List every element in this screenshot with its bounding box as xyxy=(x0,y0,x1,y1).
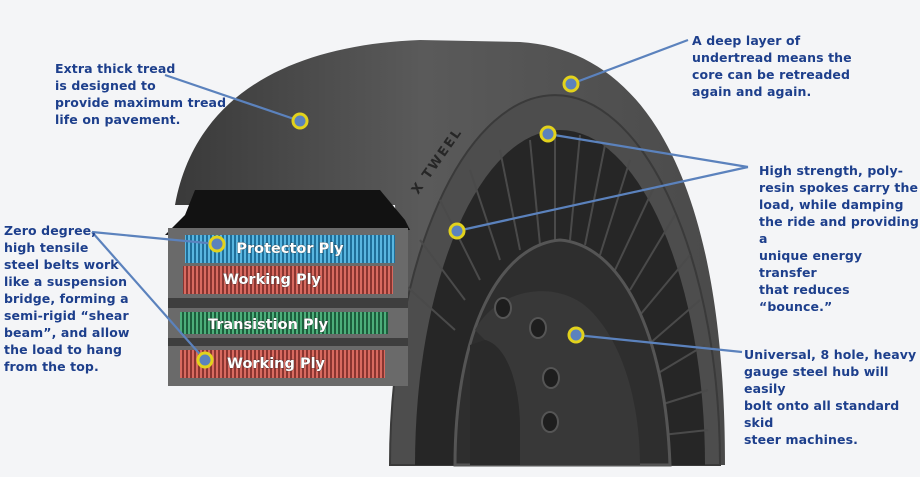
working-ply-top xyxy=(183,266,393,294)
bolt-holes xyxy=(494,297,560,433)
marker-spoke-1 xyxy=(539,125,557,143)
callout-tread: Extra thick tread is designed to provide… xyxy=(55,61,227,127)
spokes xyxy=(404,134,709,436)
marker-undertread xyxy=(562,75,580,93)
callout-undertread: A deep layer of undertread means the cor… xyxy=(692,33,852,99)
callout-belts: Zero degree, high tensile steel belts wo… xyxy=(4,223,130,374)
marker-protector xyxy=(208,235,226,253)
callout-hub: Universal, 8 hole, heavy gauge steel hub… xyxy=(744,347,917,447)
marker-spoke-2 xyxy=(448,222,466,240)
transition-ply xyxy=(180,312,388,334)
callout-spokes: High strength, poly- resin spokes carry … xyxy=(759,163,919,314)
transition-ply-label: Transistion Ply xyxy=(208,317,329,333)
protector-ply-label: Protector Ply xyxy=(236,241,344,257)
tread-cross-section xyxy=(165,190,410,235)
callout-markers xyxy=(196,75,585,369)
marker-hub xyxy=(567,326,585,344)
leader-lines xyxy=(91,38,749,361)
marker-working xyxy=(196,351,214,369)
marker-tread xyxy=(291,112,309,130)
working-ply-bottom-label: Working Ply xyxy=(227,356,326,372)
working-ply-top-label: Working Ply xyxy=(223,272,322,288)
working-ply-bottom xyxy=(180,350,385,378)
